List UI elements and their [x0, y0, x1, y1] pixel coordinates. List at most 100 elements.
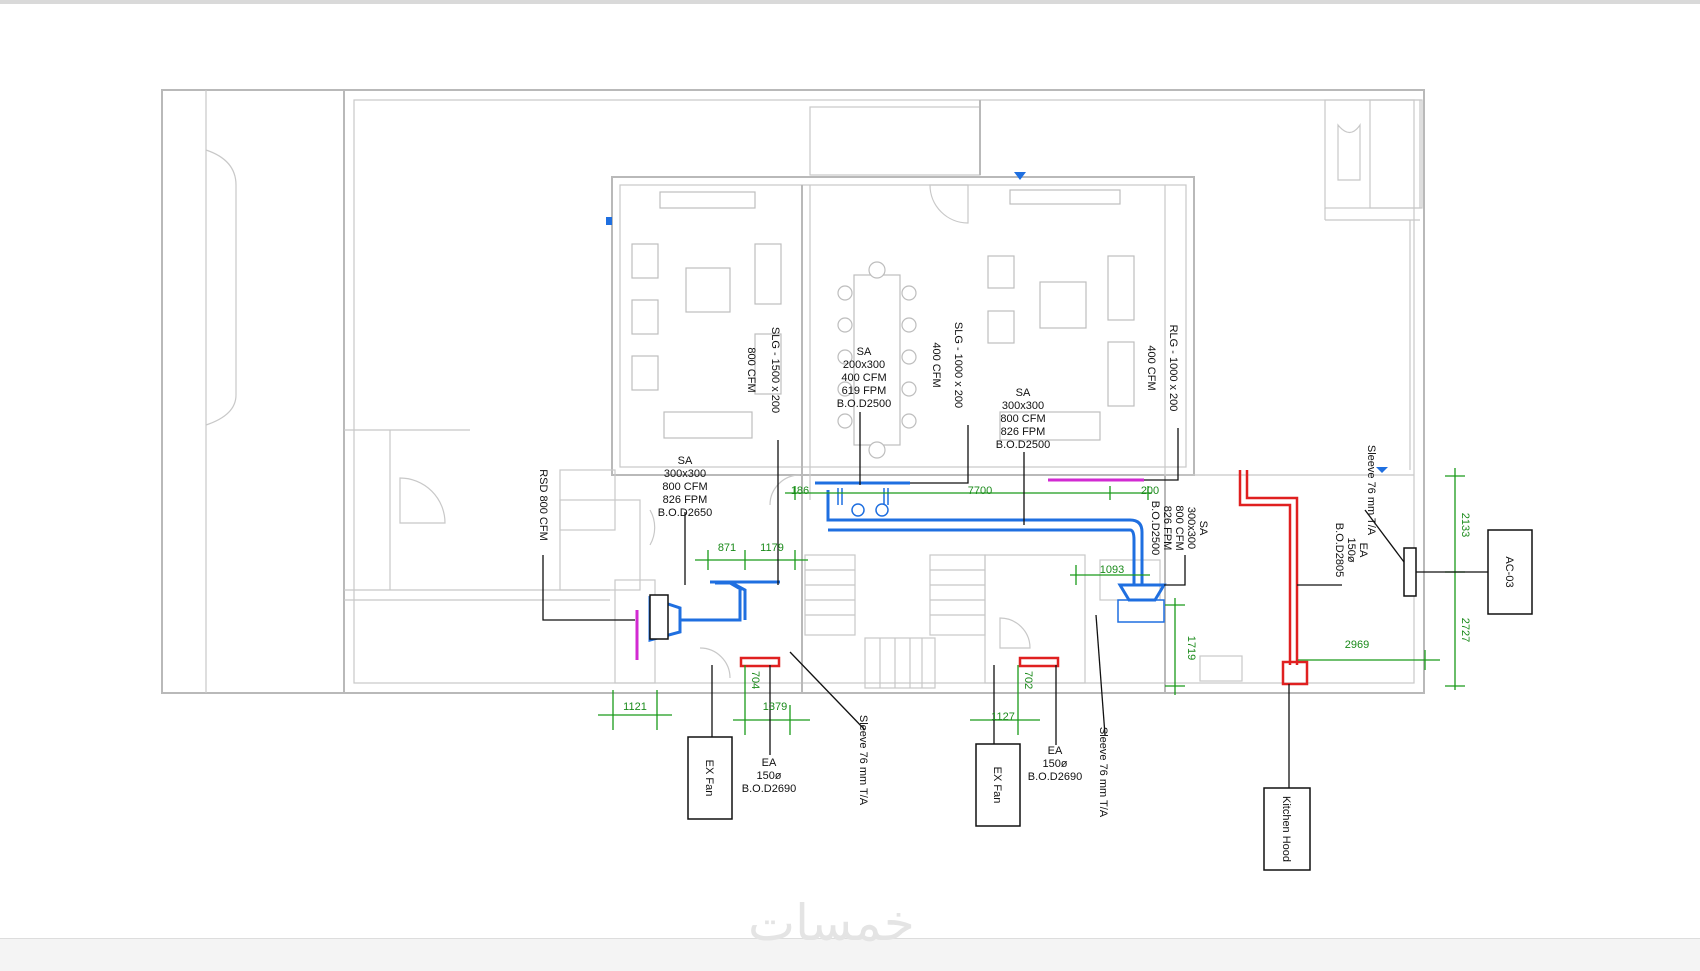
svg-text:EA: EA	[1357, 543, 1369, 558]
svg-text:AC-03: AC-03	[1503, 556, 1515, 587]
svg-text:2133: 2133	[1459, 513, 1471, 537]
central-block	[611, 176, 1195, 476]
svg-text:200x300: 200x300	[843, 359, 885, 371]
svg-text:SLG - 1500 x 200: SLG - 1500 x 200	[769, 327, 781, 413]
hvac-floor-plan: SA 200x300 400 CFM 619 FPM B.O.D2500 SA …	[161, 89, 1533, 871]
sa-label-4: SA 300x300 800 CFM 826 FPM B.O.D2500	[1149, 501, 1209, 555]
rlg-label: RLG - 1000 x 200 400 CFM	[1145, 325, 1179, 412]
inner-wall	[353, 99, 1415, 684]
svg-text:1093: 1093	[1100, 564, 1124, 576]
svg-text:619 FPM: 619 FPM	[842, 385, 887, 397]
svg-text:EX Fan: EX Fan	[703, 760, 715, 797]
svg-text:Sleeve 76 mm T/A: Sleeve 76 mm T/A	[857, 715, 869, 806]
ex-fan-box-2: EX Fan	[975, 743, 1021, 827]
svg-text:SA: SA	[1197, 521, 1209, 536]
svg-text:SA: SA	[1016, 387, 1031, 399]
rsd-label: RSD 800 CFM	[537, 469, 549, 541]
svg-text:200: 200	[1141, 485, 1159, 497]
svg-text:826 FPM: 826 FPM	[1161, 506, 1173, 551]
ac-03-box: AC-03	[1487, 529, 1533, 615]
svg-text:702: 702	[1022, 671, 1034, 689]
svg-text:B.O.D2690: B.O.D2690	[1028, 771, 1082, 783]
svg-text:SLG - 1000 x 200: SLG - 1000 x 200	[952, 322, 964, 408]
dimension-lines	[598, 468, 1465, 735]
top-rule	[0, 0, 1700, 4]
kitchen-hood-box: Kitchen Hood	[1263, 787, 1311, 871]
svg-text:RSD 800 CFM: RSD 800 CFM	[537, 469, 549, 541]
svg-text:300x300: 300x300	[1002, 400, 1044, 412]
kitchen-hood-connection	[1281, 660, 1309, 686]
svg-text:704: 704	[749, 671, 761, 689]
svg-text:B.O.D2650: B.O.D2650	[658, 507, 712, 519]
sa-label-3: SA 300x300 800 CFM 826 FPM B.O.D2650	[658, 455, 712, 519]
svg-text:400 CFM: 400 CFM	[841, 372, 886, 384]
svg-text:1127: 1127	[991, 711, 1015, 723]
svg-text:B.O.D2805: B.O.D2805	[1333, 523, 1345, 577]
architecture	[161, 89, 1425, 694]
kitchen-exhaust-duct	[1238, 470, 1292, 665]
sleeve-label-1: Sleeve 76 mm T/A	[857, 715, 869, 806]
svg-text:B.O.D2500: B.O.D2500	[837, 398, 891, 410]
svg-text:800 CFM: 800 CFM	[1173, 505, 1185, 550]
svg-text:150ø: 150ø	[756, 770, 781, 782]
outer-wall	[343, 89, 1425, 694]
svg-text:150ø: 150ø	[1042, 758, 1067, 770]
left-annex-wall	[161, 89, 345, 694]
svg-text:300x300: 300x300	[664, 468, 706, 480]
svg-text:EX Fan: EX Fan	[991, 767, 1003, 804]
svg-text:EA: EA	[1048, 745, 1063, 757]
svg-text:Sleeve 76 mm T/A: Sleeve 76 mm T/A	[1097, 727, 1109, 818]
exhaust-ductwork	[739, 470, 1309, 686]
svg-text:400 CFM: 400 CFM	[930, 342, 942, 387]
top-room	[809, 106, 981, 176]
svg-text:B.O.D2690: B.O.D2690	[742, 783, 796, 795]
svg-text:EA: EA	[762, 757, 777, 769]
ex-fan-box-1: EX Fan	[687, 736, 733, 820]
sa-label-1: SA 200x300 400 CFM 619 FPM B.O.D2500	[837, 346, 891, 410]
svg-text:2727: 2727	[1459, 618, 1471, 642]
dimension-labels: 186 7700 200 871 1179 1093 1719 2133 272…	[623, 485, 1471, 723]
svg-text:1121: 1121	[623, 701, 647, 713]
ea-label-1: EA 150ø B.O.D2690	[742, 757, 796, 795]
svg-text:B.O.D2500: B.O.D2500	[996, 439, 1050, 451]
supply-ductwork	[648, 481, 1167, 642]
svg-text:150ø: 150ø	[1345, 537, 1357, 562]
svg-text:826 FPM: 826 FPM	[1001, 426, 1046, 438]
svg-text:186: 186	[791, 485, 809, 497]
svg-text:7700: 7700	[968, 485, 992, 497]
ea-label-2: EA 150ø B.O.D2690	[1028, 745, 1082, 783]
svg-text:SA: SA	[857, 346, 872, 358]
svg-text:871: 871	[718, 542, 736, 554]
svg-text:B.O.D2500: B.O.D2500	[1149, 501, 1161, 555]
svg-text:826 FPM: 826 FPM	[663, 494, 708, 506]
sleeve-label-2: Sleeve 76 mm T/A	[1097, 727, 1109, 818]
footer-bar	[0, 938, 1700, 971]
svg-text:2969: 2969	[1345, 639, 1369, 651]
left-supply-branch	[680, 581, 743, 622]
ea-grille-1	[739, 656, 781, 668]
svg-text:1379: 1379	[763, 701, 787, 713]
svg-text:1179: 1179	[760, 542, 784, 554]
svg-text:RLG - 1000 x 200: RLG - 1000 x 200	[1167, 325, 1179, 412]
svg-text:Sleeve 76 mm T/A: Sleeve 76 mm T/A	[1365, 445, 1377, 536]
diffuser-right	[1117, 583, 1167, 602]
svg-text:800 CFM: 800 CFM	[745, 347, 757, 392]
svg-text:300x300: 300x300	[1185, 507, 1197, 549]
watermark-logo: خمسات	[748, 894, 915, 952]
ea-label-3: EA 150ø B.O.D2805	[1333, 523, 1369, 577]
svg-text:Kitchen Hood: Kitchen Hood	[1280, 796, 1292, 862]
slg-label-1: SLG - 1500 x 200 800 CFM	[745, 327, 781, 413]
main-supply-duct	[826, 490, 1144, 585]
svg-text:800 CFM: 800 CFM	[662, 481, 707, 493]
leader-lines	[542, 412, 1488, 788]
ea-grille-2	[1018, 656, 1060, 668]
furniture	[606, 172, 1388, 473]
svg-text:1719: 1719	[1185, 636, 1197, 660]
svg-text:400 CFM: 400 CFM	[1145, 345, 1157, 390]
sa-label-2: SA 300x300 800 CFM 826 FPM B.O.D2500	[996, 387, 1050, 451]
sleeve-label-3: Sleeve 76 mm T/A	[1365, 445, 1377, 536]
svg-text:SA: SA	[678, 455, 693, 467]
svg-text:800 CFM: 800 CFM	[1000, 413, 1045, 425]
slg-label-2: SLG - 1000 x 200 400 CFM	[930, 322, 964, 408]
stairs	[804, 554, 986, 689]
